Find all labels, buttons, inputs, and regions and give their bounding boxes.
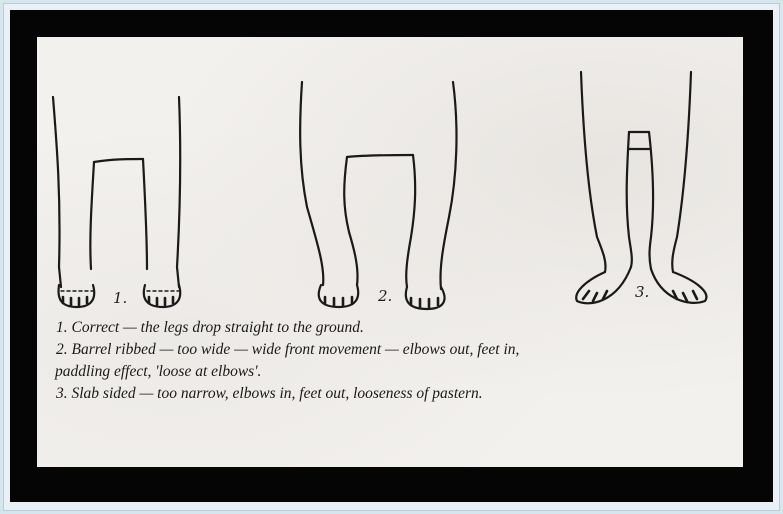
figure-1-label: 1.: [113, 289, 127, 307]
figure-2-label: 2.: [378, 287, 392, 305]
fig2-left-toes: [325, 297, 352, 306]
fig1-left-toes: [63, 297, 87, 305]
fig2-right-toes: [411, 298, 438, 307]
fig2-left-leg-outer: [300, 82, 323, 285]
fig3-right-leg-inner: [649, 132, 653, 269]
caption-barrel-ribbed: 2. Barrel ribbed — too wide — wide front…: [56, 339, 736, 361]
fig3-right-paw: [651, 269, 706, 303]
figure-slab-sided-legs: [576, 72, 706, 303]
caption-barrel-ribbed-continued: paddling effect, 'loose at elbows'.: [55, 361, 736, 383]
fig2-right-leg-inner: [406, 155, 415, 287]
fig3-left-leg-outer: [581, 72, 606, 272]
fig1-left-leg-outer: [53, 97, 61, 287]
fig3-left-leg-inner: [627, 132, 632, 267]
diagram-page: 1. 2. 3. 1. Correct — the legs drop stra…: [37, 37, 743, 467]
fig3-left-toes: [583, 291, 607, 301]
fig3-chest-line: [629, 132, 649, 149]
caption-slab-sided: 3. Slab sided — too narrow, elbows in, f…: [56, 383, 736, 405]
fig1-right-toes: [149, 297, 173, 305]
fig2-left-leg-inner: [344, 157, 357, 285]
fig2-chest-line: [347, 155, 413, 157]
figure-barrel-ribbed-legs: [300, 82, 456, 309]
fig1-right-leg-outer: [177, 97, 180, 287]
fig3-right-leg-outer: [672, 72, 691, 272]
fig1-left-leg-inner: [90, 162, 94, 269]
fig1-right-leg-inner: [143, 159, 147, 269]
fig1-chest-line: [94, 159, 143, 162]
caption-correct: 1. Correct — the legs drop straight to t…: [56, 317, 736, 339]
caption-block: 1. Correct — the legs drop straight to t…: [56, 317, 736, 405]
fig3-right-toes: [673, 291, 697, 301]
fig2-right-leg-outer: [440, 82, 456, 289]
figure-3-label: 3.: [635, 283, 649, 301]
figure-correct-legs: [53, 97, 180, 307]
